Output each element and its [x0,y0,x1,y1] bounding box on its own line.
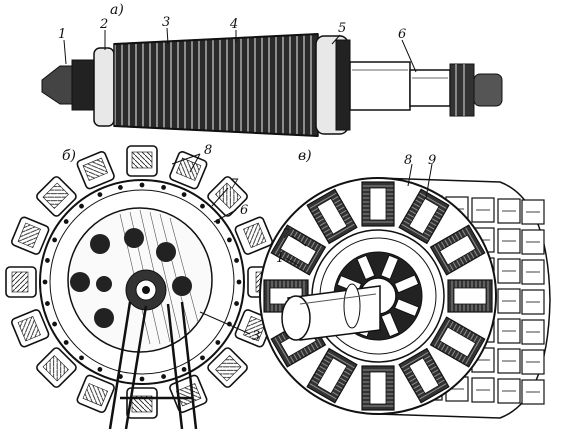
callout-b-7: 7 [230,177,239,192]
rim-bolt [79,203,84,209]
pole-coil-b [169,151,208,190]
callout-a-3: 3 [162,15,170,30]
spider-arm [356,254,376,281]
rim-bolt [52,321,58,327]
rim-bolt [42,279,48,285]
rim-bolt [181,192,187,198]
lifting-stand [108,301,198,429]
rim-bolt [215,340,221,345]
rim-bolt [63,340,69,345]
rim-bolt [234,258,239,263]
rotor-c-shaft [281,283,381,341]
rim-bolt [45,258,50,263]
panel-b-label: б) [62,148,76,164]
pole-coil-c [429,224,486,276]
spider-arm [380,254,400,280]
rim-bolt [52,237,58,243]
rim-bolt [181,366,187,372]
pole-coil-b [11,216,50,255]
pole-coil-b [207,347,248,388]
rotor-a-shaft [349,61,451,111]
retaining-ring-left [93,47,115,127]
rim-bolt [139,376,145,382]
callout-lines-a [63,27,417,73]
pole-coil-b [126,145,158,177]
pole-coil-b [5,266,37,298]
callout-c-1: 1 [276,251,284,266]
pole-coil-c [398,188,450,245]
rim-bolts-b [42,182,242,382]
pole-coil-c [361,365,395,411]
callout-lines-b [171,153,251,335]
pole-coil-b [234,216,273,255]
spider-arm [380,311,400,338]
callout-b-3: 3 [252,329,260,344]
rim-bolt [200,355,205,361]
callout-lines-c [285,163,433,267]
pole-coil-c [398,347,450,404]
callout-b-6: 6 [240,203,248,218]
pole-coil-b [76,374,115,413]
callout-a-4: 4 [229,17,238,32]
rotor-a-left-end [41,59,97,111]
spider-holes [70,228,192,328]
pole-coil-b [36,347,77,388]
rim-bolt [234,301,239,306]
rim-bolt [97,192,103,198]
callout-a-5: 5 [338,21,346,36]
rotor-a-body [113,33,319,137]
callout-c-9: 9 [428,153,436,168]
pole-coil-b [76,151,115,190]
panel-c: в) 8 9 7 1 [259,148,551,419]
pole-coil-c [306,188,358,245]
rim-bolt [45,301,50,306]
panel-a-label: а) [110,2,124,18]
callout-a-1: 1 [58,27,66,42]
callout-a-6: 6 [398,27,406,42]
rim-bolt [226,237,232,243]
pole-coil-c [306,347,358,404]
pole-coil-b [126,387,158,419]
rim-bolt [236,279,242,285]
rim-bolt [97,366,103,372]
rotor-a-coupling [449,63,503,117]
pole-coil-c [270,224,327,276]
callout-b-8: 8 [204,143,212,158]
callout-c-8: 8 [404,153,412,168]
pole-coils-c [263,181,493,411]
panel-c-label: в) [298,148,312,164]
panel-a: а) [41,2,503,137]
spider-arm [393,274,420,294]
callout-a-2: 2 [99,17,108,32]
pole-coil-c [361,181,395,227]
rim-bolt [118,185,123,190]
pole-coil-c [429,316,486,368]
rim-bolt [63,219,69,224]
pole-coil-b [11,309,50,348]
rim-bolt [79,355,84,361]
pole-coil-b [169,374,208,413]
rim-bolt [161,374,166,379]
pole-coil-b [36,176,77,217]
callout-c-7: 7 [282,227,291,242]
pole-coil-b [207,176,248,217]
spider-arm [394,298,420,318]
rim-bolt [161,185,166,190]
rotor-b-shaft [125,269,167,311]
panel-b: б) [5,143,279,429]
rim-bolt [139,182,145,188]
rim-bolt [200,203,205,209]
pole-coil-c [447,279,493,313]
